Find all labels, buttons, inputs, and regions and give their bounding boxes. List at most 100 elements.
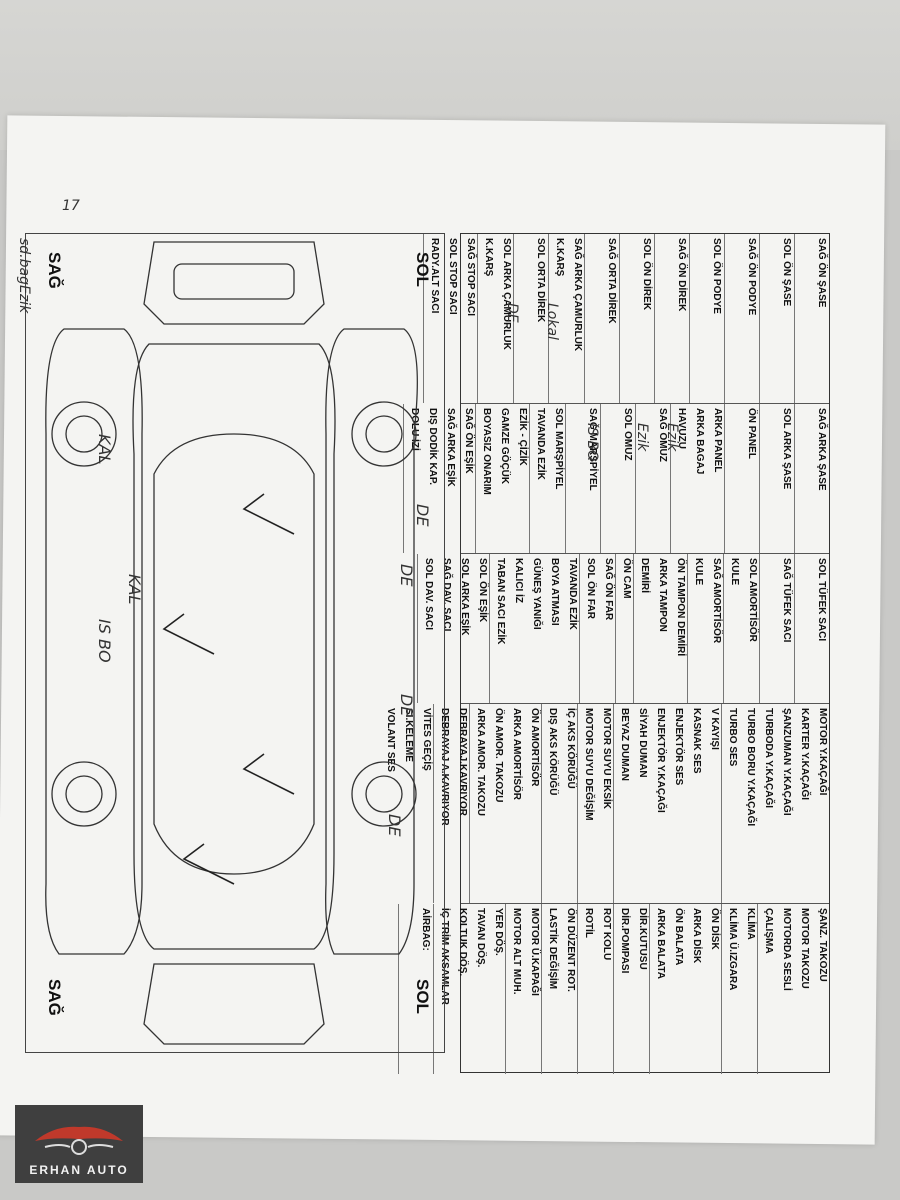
table-cell: KLİMA — [745, 908, 756, 940]
table-cell: ARKA AMORTİSÖR — [511, 708, 522, 801]
right-rear-wheel — [51, 761, 117, 827]
left-front-wheel — [351, 401, 417, 467]
table-cell: SAĞ ÖN PODYE — [724, 234, 759, 403]
table-cell: ÖN DÜZENT ROT. — [565, 908, 576, 992]
car-front-grille — [173, 263, 295, 300]
table-cell: KULE — [723, 554, 741, 703]
table-cell: SİYAH DUMAN — [637, 708, 648, 778]
handwritten-note: IS BO — [584, 423, 600, 462]
table-cell: BOYA ATMASI — [549, 558, 560, 626]
table-cell: SOL MARŞPİYEL — [553, 408, 564, 490]
table-cell: İÇ AKS KÖRÜĞÜ — [565, 708, 576, 789]
table-cell: KULE — [687, 554, 705, 703]
table-cell: SOL OMUZ — [600, 404, 635, 553]
table-cell: KARTER Y.KAÇAĞI — [799, 708, 810, 801]
table-cell: KLİMA Ü.IZGARA — [721, 904, 739, 1074]
table-cell: MOTORDA SESLİ — [781, 908, 792, 991]
car-top-view — [132, 343, 336, 950]
table-cell: SOL ÖN EŞİK — [477, 558, 488, 623]
right-front-wheel — [51, 401, 117, 467]
table-cell: ÇALIŞMA — [757, 904, 775, 1074]
table-cell: EZİK - ÇİZİK — [517, 408, 528, 466]
table-cell: SAĞ ARKA ŞASE — [794, 404, 829, 553]
table-cell: TAVANDA EZİK — [529, 404, 547, 553]
table-cell: ARKA TAMPON — [657, 558, 668, 632]
checkmarks — [162, 493, 295, 885]
table-cell: SAĞ ÖN ŞASE — [794, 234, 829, 403]
table-cell: SAĞ ÖN DİREK — [654, 234, 689, 403]
table-cell: ENJEKTÖR SES — [673, 708, 684, 786]
table-cell: K.KARŞ — [477, 234, 495, 403]
table-cell: SAĞ STOP SACI — [465, 238, 476, 316]
car-outline-drawing — [45, 241, 418, 1045]
handwritten-note: KAL — [95, 434, 114, 465]
table-cell: ARKA BAGAJ — [694, 408, 705, 475]
table-cell: ROTİL — [577, 904, 595, 1074]
table-cell: TURBO SES — [721, 704, 739, 903]
table-cell: SOL AMORTİSÖR — [747, 558, 758, 642]
table-cell: MOTOR SUYU EKSİK — [601, 708, 612, 809]
car-rear-view — [143, 963, 325, 1045]
table-cell: ÖN AMOR. TAKOZU — [493, 708, 504, 803]
table-cell: SOL ÖN PODYE — [689, 234, 724, 403]
table-cell: SOL ARKA EŞİK — [459, 558, 470, 636]
table-cell: ÖN PANEL — [724, 404, 759, 553]
handwritten-note: KAL — [125, 574, 144, 605]
handwritten-note: 17 — [62, 198, 80, 214]
table-cell: YER DÖŞ. — [493, 908, 504, 956]
table-cell: SAĞ ÖN EŞİK — [463, 408, 474, 474]
car-roof — [153, 433, 315, 875]
handwritten-note: DE — [385, 814, 404, 837]
table-cell: TURBODA Y.KAÇAĞI — [763, 708, 774, 809]
vehicle-diagram: SOL SAĞ SOL SAĞ — [25, 233, 445, 1053]
table-cell: DİR.POMPASI — [613, 904, 631, 1074]
table-cell: DEMİRİ — [633, 554, 651, 703]
table-cell: SAĞ ÖN FAR — [603, 558, 614, 621]
car-front-view — [143, 241, 325, 325]
table-cell: SOL TÜFEK SACI — [794, 554, 829, 703]
table-cell: GÜNEŞ YANIĞI — [531, 558, 542, 630]
table-cell: SOL ÖN FAR — [579, 554, 597, 703]
report-content: SAĞ ÖN ŞASE SOL ÖN ŞASE SAĞ ÖN PODYE SOL… — [20, 233, 830, 1074]
handwritten-note: DE — [397, 694, 416, 717]
table-cell: MOTOR TAKOZU — [799, 908, 810, 989]
table-cell: ARKA PANEL — [712, 408, 723, 473]
table-column-4: MOTOR Y.KAÇAĞI KARTER Y.KAÇAĞI ŞANZUMAN … — [385, 704, 829, 904]
table-cell: ARKA BALATA — [649, 904, 667, 1074]
table-cell: SAĞ ORTA DİREK — [584, 234, 619, 403]
handwritten-note: sd.bagEzik — [16, 238, 32, 314]
table-cell: SOL ARKA ŞASE — [759, 404, 794, 553]
table-cell: SAĞ AMORTİSÖR — [711, 558, 722, 644]
handwritten-note: Ezik — [664, 423, 680, 452]
table-cell: ŞANZ. TAKOZU — [817, 908, 828, 982]
table-cell: KASNAK SES — [691, 708, 702, 774]
table-cell: GAMZE GÖÇÜK — [499, 408, 510, 485]
table-cell: SOL ÖN ŞASE — [759, 234, 794, 403]
table-cell: MOTOR Ü.KAPAĞI — [529, 908, 540, 996]
handwritten-note: IS BO — [95, 619, 114, 663]
table-cell: BOYASIZ ONARIM — [475, 404, 493, 553]
table-cell: BEYAZ DUMAN — [613, 704, 631, 903]
handwritten-note: Lokal — [544, 303, 560, 340]
table-cell: TAVANDA EZİK — [567, 558, 578, 630]
table-cell: SAĞ ARKA ÇAMURLUK — [572, 238, 583, 352]
table-cell: ARKA AMOR. TAKOZU — [469, 704, 487, 903]
table-cell: DEBRAYAJ.KAVRIYOR — [457, 708, 468, 816]
table-column-5: ŞANZ. TAKOZU MOTOR TAKOZU MOTORDA SESLİ … — [398, 904, 829, 1074]
table-cell: SOL ÖN DİREK — [619, 234, 654, 403]
table-cell: ÖN BALATA — [673, 908, 684, 966]
handwritten-note: DE — [413, 504, 432, 527]
table-cell: DIŞ AKS KÖRÜĞÜ — [541, 704, 559, 903]
handwritten-note: Ezik — [634, 423, 650, 452]
table-cell: ENJEKTÖR Y.KAÇAĞI — [655, 708, 666, 813]
handwritten-note: DE — [397, 564, 416, 587]
erhan-auto-logo: ERHAN AUTO — [15, 1105, 143, 1183]
car-right-side — [45, 328, 143, 955]
table-cell: MOTOR ALT MUH. — [505, 904, 523, 1074]
table-cell: MOTOR SUYU DEĞİŞİM — [577, 704, 595, 903]
table-cell: KOLTUK DÖŞ. — [457, 908, 468, 977]
inspection-table: SAĞ ÖN ŞASE SOL ÖN ŞASE SAĞ ÖN PODYE SOL… — [385, 233, 830, 1074]
table-cell: ŞANZUMAN Y.KAÇAĞI — [781, 708, 792, 816]
table-cell: ÖN CAM — [615, 554, 633, 703]
left-rear-wheel — [351, 761, 417, 827]
